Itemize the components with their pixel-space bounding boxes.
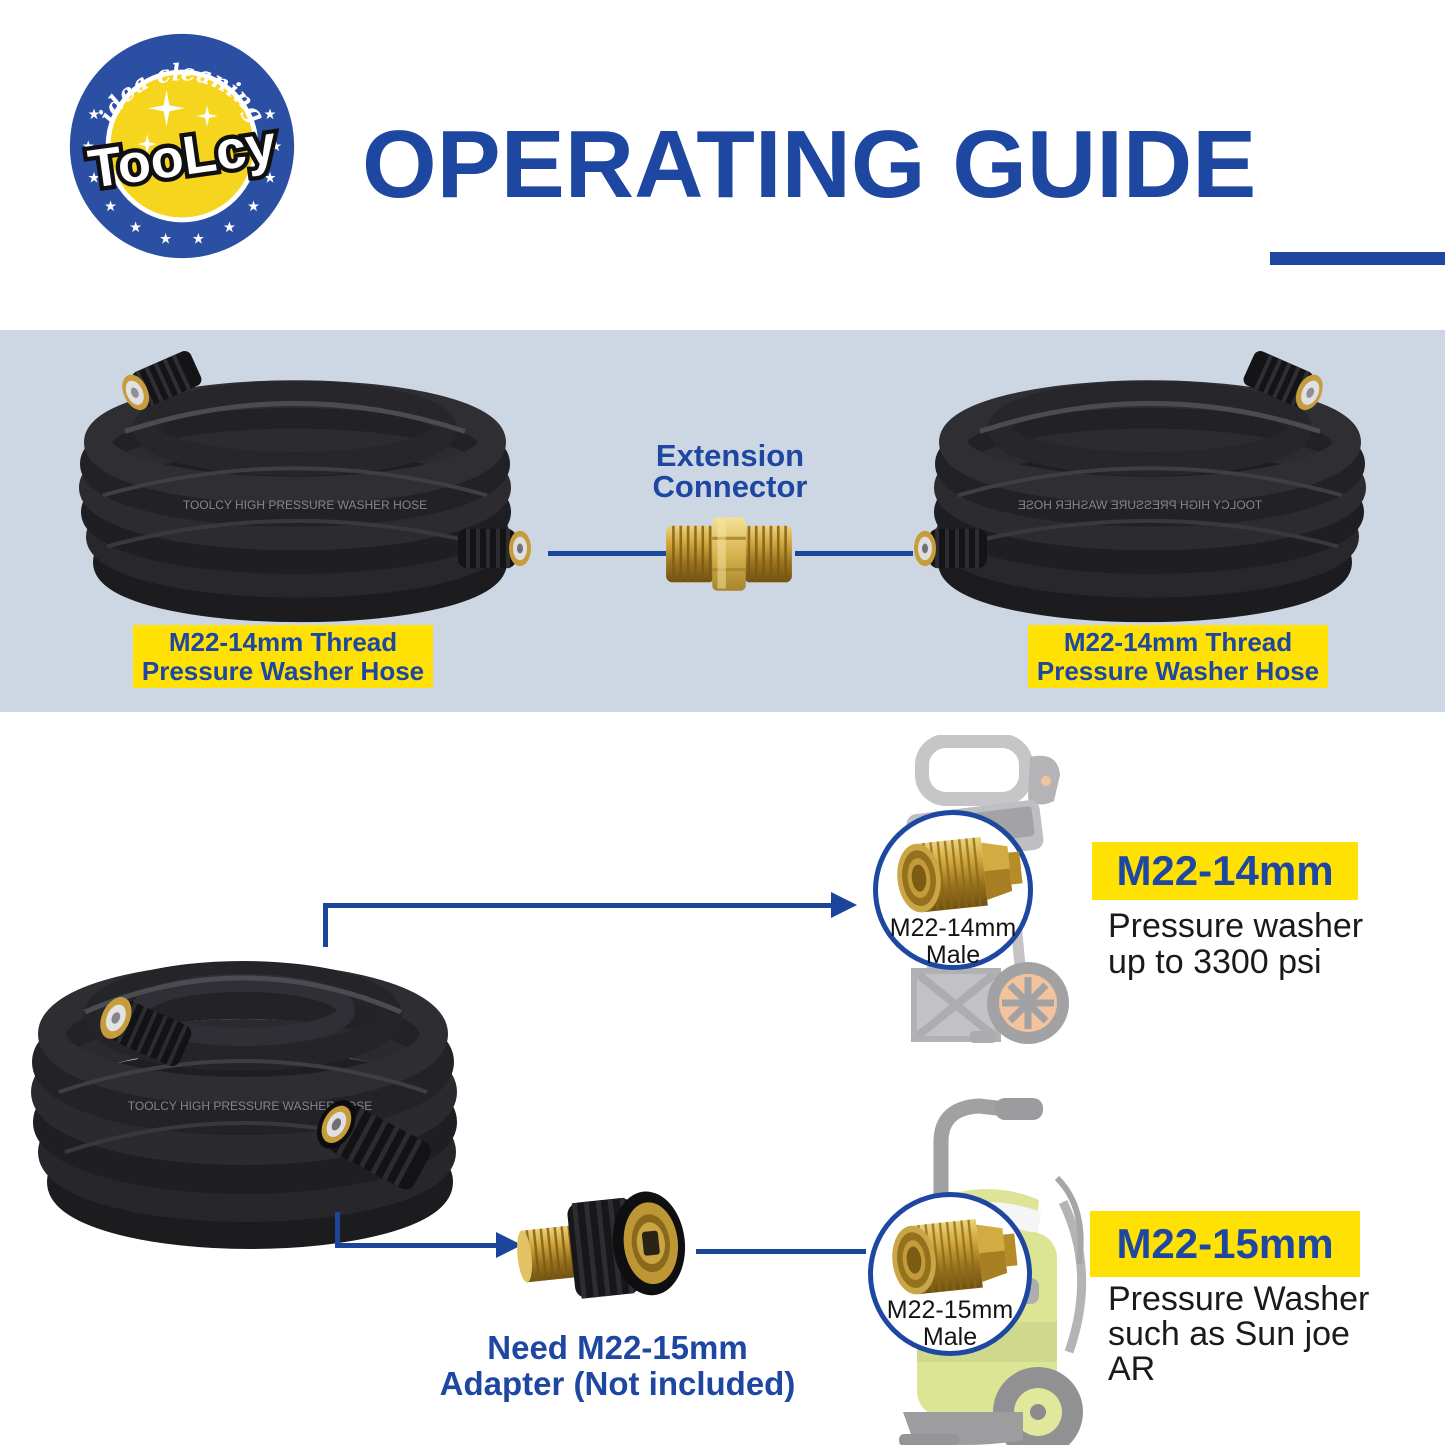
adapter-note-line2: Adapter (Not included) [439,1365,796,1402]
m22-15mm-description-line3: AR [1108,1350,1156,1388]
main-hose-photo: TOOLCY HIGH PRESSURE WASHER HOSE [25,882,465,1272]
connector-link-line-right [795,551,913,556]
brand-logo-graphic: ★★★ ★★★ ★★★ ★★★ idea cleaning TooLcy [69,33,295,259]
m22-15mm-badge-text: M22-15mm [1116,1220,1334,1267]
left-hose-caption: M22-14mm Thread Pressure Washer Hose [133,625,433,688]
washer-wheel [993,1367,1083,1445]
right-hose-caption: M22-14mm Thread Pressure Washer Hose [1028,625,1328,688]
svg-text:★: ★ [88,171,101,187]
page-title: OPERATING GUIDE [362,111,1257,218]
svg-text:★: ★ [104,199,117,215]
coiled-hose-illustration: TOOLCY HIGH PRESSURE WASHER HOSE [914,351,1366,623]
hose-end-fitting [100,997,192,1067]
washer-handle [915,734,1033,806]
extension-connector-label: Extension Connector [600,440,860,502]
hose-coils [31,961,457,1249]
m22-15mm-badge: M22-15mm [1090,1211,1360,1277]
hose-connector-fitting [458,528,531,569]
m22-15mm-adapter-photo [515,1172,695,1322]
hose-print-text: TOOLCY HIGH PRESSURE WASHER HOSE [183,498,427,512]
svg-text:★: ★ [82,139,95,155]
m22-14mm-callout-label: M22-14mm Male [878,915,1028,969]
arrow-head-top [831,892,857,918]
svg-text:★: ★ [159,232,172,248]
arrow-line-vertical-top [323,903,328,947]
hose-print-text: TOOLCY HIGH PRESSURE WASHER HOSE [1018,498,1262,512]
adapter-note-line1: Need M22-15mm [487,1329,748,1366]
svg-text:★: ★ [192,232,205,248]
extension-connector-label-line2: Connector [652,469,808,504]
svg-text:★: ★ [269,139,282,155]
svg-text:★: ★ [263,107,276,123]
washer-hose-loop [1058,1200,1087,1354]
logo-inner-disc [110,74,254,218]
m22-15mm-callout-circle: M22-15mm Male [868,1192,1032,1356]
m22-15mm-callout-label-line1: M22-15mm [886,1296,1014,1324]
adapter-illustration [517,1191,686,1299]
arrow-line-horizontal-bottom [335,1243,496,1248]
left-hose-caption-line2: Pressure Washer Hose [141,655,425,686]
left-hose-photo: TOOLCY HIGH PRESSURE WASHER HOSE [55,338,535,633]
m22-15mm-callout-label: M22-15mm Male [873,1297,1027,1351]
extension-connector-label-line1: Extension [655,438,805,473]
adapter-note: Need M22-15mm Adapter (Not included) [420,1330,815,1402]
brand-logo: ★★★ ★★★ ★★★ ★★★ idea cleaning TooLcy [66,30,298,262]
logo-sparkles [137,89,218,154]
m22-14mm-callout-circle: M22-14mm Male [873,810,1033,970]
coiled-hose-illustration: TOOLCY HIGH PRESSURE WASHER HOSE [79,351,531,623]
coiled-hose-illustration: TOOLCY HIGH PRESSURE WASHER HOSE [31,961,457,1249]
m22-15mm-callout-label-line2: Male [922,1323,978,1351]
logo-stars: ★★★ ★★★ ★★★ ★★★ [82,107,283,248]
m22-15mm-description: Pressure Washer such as Sun joe AR [1108,1282,1369,1387]
hose-end-fitting [122,351,202,411]
washer-handle [933,1098,1016,1202]
extension-connector-illustration [666,517,792,591]
svg-text:★: ★ [263,171,276,187]
m22-14mm-callout-label-line2: Male [925,941,981,969]
arrow-line-horizontal-top [323,903,831,908]
right-hose-caption-line2: Pressure Washer Hose [1036,655,1320,686]
m22-15mm-description-line1: Pressure Washer [1108,1280,1370,1318]
hose-end-fitting [1243,351,1323,411]
svg-text:★: ★ [88,107,101,123]
svg-text:★: ★ [247,199,260,215]
left-hose-caption-line1: M22-14mm Thread [168,626,398,657]
svg-text:★: ★ [223,220,236,236]
m22-15mm-description-line2: such as Sun joe [1108,1315,1350,1353]
hose-print-text: TOOLCY HIGH PRESSURE WASHER HOSE [128,1099,373,1113]
m22-14mm-badge: M22-14mm [1092,842,1358,900]
m22-14mm-badge-text: M22-14mm [1116,847,1334,894]
arrow-line-vertical-bottom [335,1212,340,1248]
hose-connector-fitting [914,528,987,569]
m22-15mm-male-fitting-illustration [892,1219,1018,1295]
m22-14mm-description: Pressure washer up to 3300 psi [1108,908,1363,980]
svg-text:★: ★ [129,220,142,236]
extension-connector-photo [664,508,794,600]
right-hose-photo: TOOLCY HIGH PRESSURE WASHER HOSE [910,338,1390,633]
hose-end-fitting [317,1100,431,1190]
hose-coils [79,380,511,623]
m22-14mm-callout-label-line1: M22-14mm [889,914,1017,942]
washer-body [914,971,998,1039]
hose-connection-band: TOOLCY HIGH PRESSURE WASHER HOSE [0,330,1445,712]
m22-14mm-description-line1: Pressure washer [1108,907,1364,945]
m22-14mm-description-line2: up to 3300 psi [1108,943,1322,981]
m22-14mm-male-fitting-illustration [897,837,1023,913]
connector-link-line-left [548,551,666,556]
right-hose-caption-line1: M22-14mm Thread [1063,626,1293,657]
spray-gun-holder [1028,755,1060,805]
adapter-link-line [696,1249,866,1254]
washer-wheel [987,962,1069,1044]
title-accent-bar [1270,252,1445,265]
